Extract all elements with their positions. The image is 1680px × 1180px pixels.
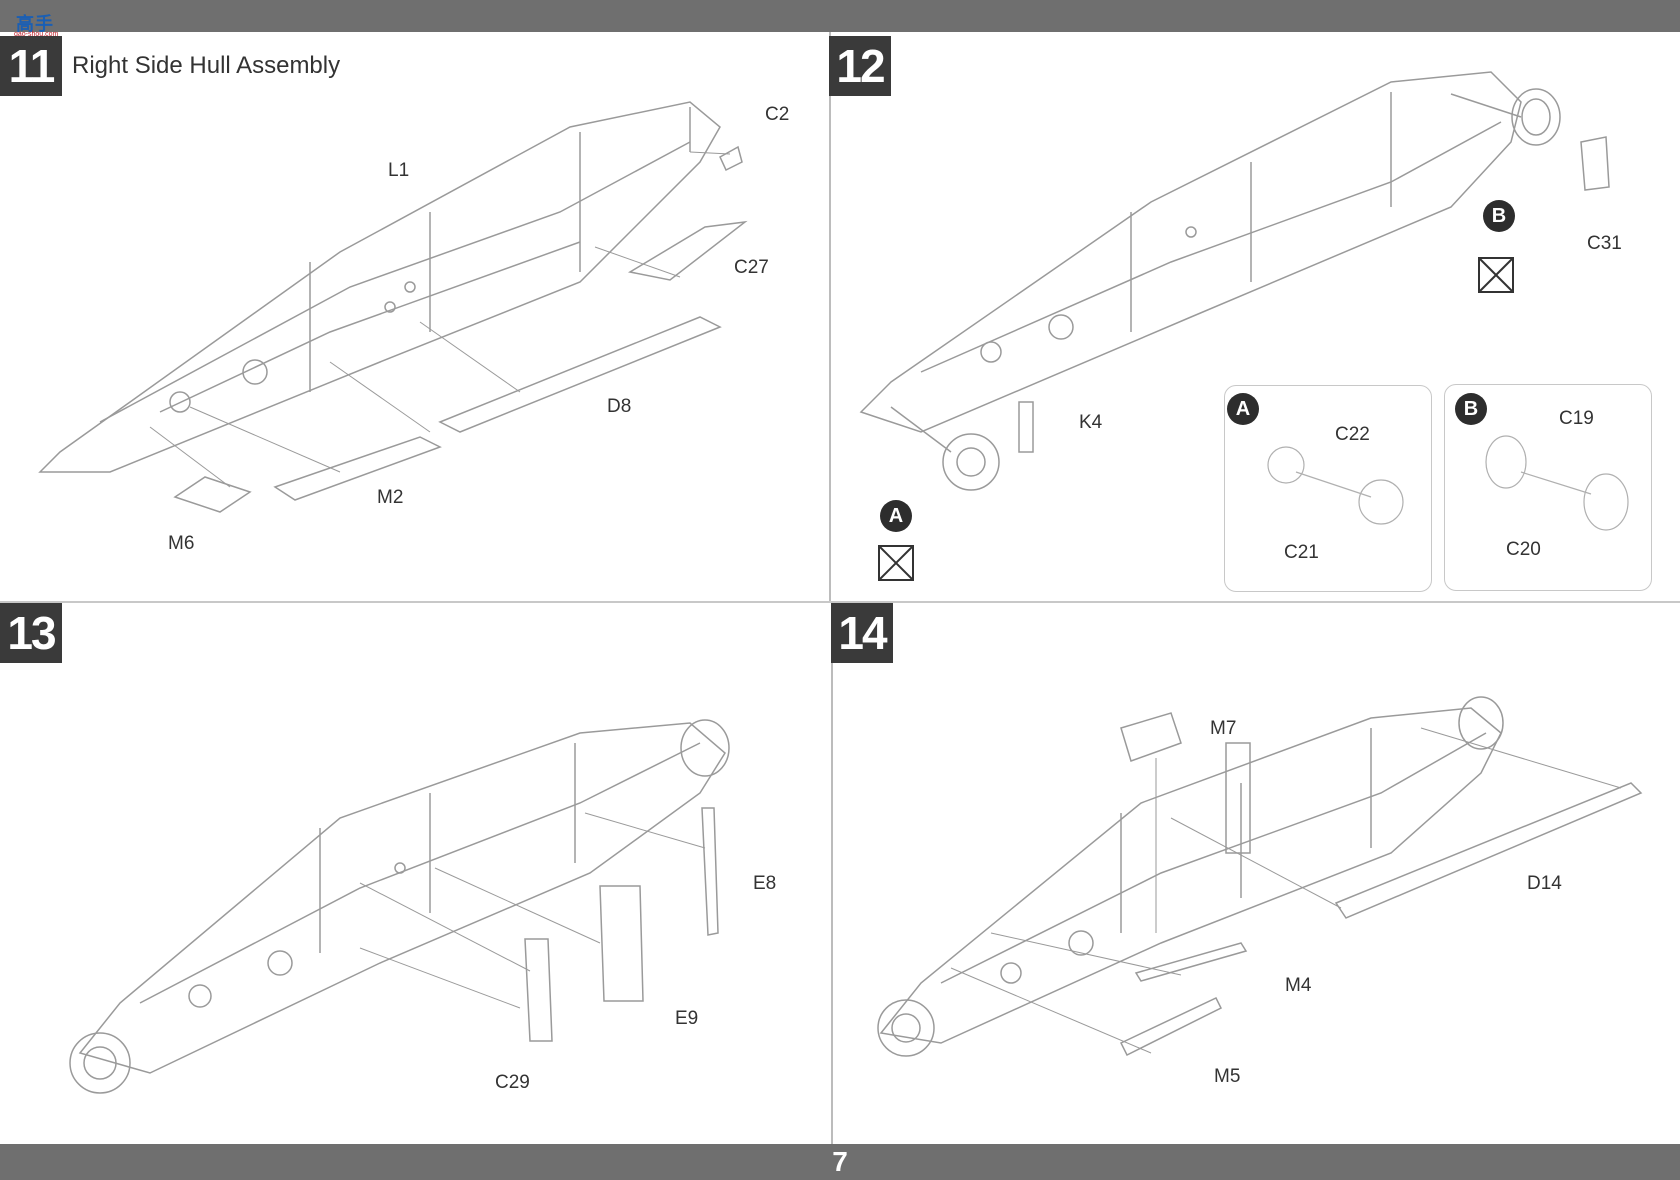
option-b-box bbox=[1444, 384, 1652, 591]
part-label-e9: E9 bbox=[675, 1008, 699, 1029]
vertical-divider-bottom bbox=[831, 603, 833, 1144]
part-label-c2: C2 bbox=[765, 104, 790, 125]
part-label-d8: D8 bbox=[607, 396, 632, 417]
step-number-13: 13 bbox=[0, 603, 62, 663]
step-number-14: 14 bbox=[831, 603, 893, 663]
part-label-c31: C31 bbox=[1587, 233, 1622, 254]
part-label-m7: M7 bbox=[1210, 718, 1237, 739]
part-label-m5: M5 bbox=[1214, 1066, 1241, 1087]
option-a-box bbox=[1224, 385, 1432, 592]
part-label-c22: C22 bbox=[1335, 424, 1370, 445]
site-logo: 高手网 gao-shou.com bbox=[6, 4, 70, 61]
logo-subtext: gao-shou.com bbox=[14, 31, 59, 38]
part-label-c20: C20 bbox=[1506, 539, 1541, 560]
part-label-d14: D14 bbox=[1527, 873, 1562, 894]
step-12-diagram bbox=[859, 71, 1629, 581]
bottom-bar bbox=[0, 1144, 1680, 1180]
part-label-m6: M6 bbox=[168, 533, 195, 554]
step-14-diagram bbox=[877, 696, 1643, 1057]
option-marker-a-main: A bbox=[880, 500, 912, 532]
part-label-c29: C29 bbox=[495, 1072, 530, 1093]
step-11-diagram bbox=[38, 101, 748, 513]
part-label-c27: C27 bbox=[734, 257, 769, 278]
top-bar bbox=[0, 0, 1680, 32]
no-glue-icon-a bbox=[878, 545, 914, 581]
step-title: Right Side Hull Assembly bbox=[72, 52, 341, 79]
option-b-marker: B bbox=[1455, 393, 1487, 425]
step-number-12: 12 bbox=[829, 36, 891, 96]
part-label-m2: M2 bbox=[377, 487, 404, 508]
part-label-l1: L1 bbox=[388, 160, 410, 181]
step-number-11: 11 bbox=[0, 36, 62, 96]
part-label-c19: C19 bbox=[1559, 408, 1594, 429]
option-a-marker: A bbox=[1227, 393, 1259, 425]
part-label-k4: K4 bbox=[1079, 412, 1103, 433]
part-label-e8: E8 bbox=[753, 873, 777, 894]
option-marker-b-main: B bbox=[1483, 200, 1515, 232]
part-label-c21: C21 bbox=[1284, 542, 1319, 563]
no-glue-icon-b bbox=[1478, 257, 1514, 293]
part-label-m4: M4 bbox=[1285, 975, 1312, 996]
horizontal-divider bbox=[0, 601, 1680, 603]
vertical-divider-top bbox=[829, 32, 831, 601]
page-number: 7 bbox=[832, 1146, 848, 1177]
step-13-diagram bbox=[69, 719, 730, 1094]
